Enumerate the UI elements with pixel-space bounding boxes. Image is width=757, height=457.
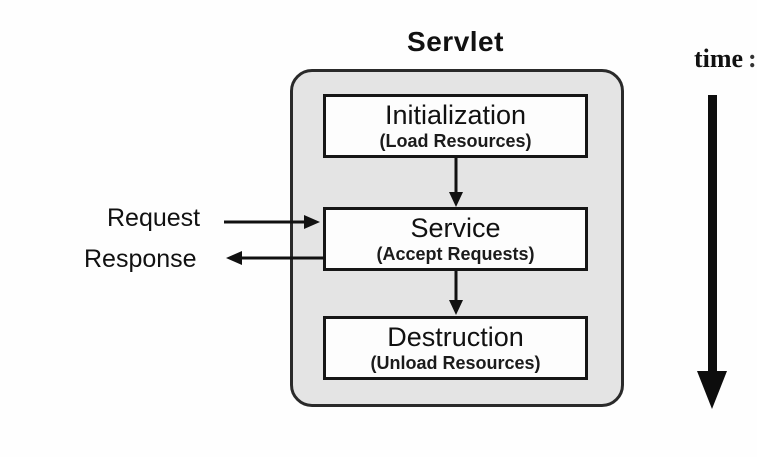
stage-subtitle-service: (Accept Requests) [376, 243, 535, 264]
time-arrow-icon [697, 95, 727, 409]
diagram-title: Servlet [407, 26, 504, 57]
stage-subtitle-destruction: (Unload Resources) [370, 352, 541, 373]
stage-box-destruction: Destruction (Unload Resources) [323, 316, 588, 380]
response-label: Response [84, 245, 197, 273]
request-label: Request [107, 204, 201, 232]
stage-box-initialization: Initialization (Load Resources) [323, 94, 588, 158]
response-arrow-icon [226, 251, 325, 265]
time-label: time [694, 44, 744, 73]
stage-title-service: Service [410, 213, 501, 244]
stage-title-initialization: Initialization [384, 100, 527, 131]
init-to-service-arrow-icon [449, 158, 463, 207]
stage-title-destruction: Destruction [387, 322, 524, 353]
time-label-suffix: : [748, 44, 757, 73]
stage-box-service: Service (Accept Requests) [323, 207, 588, 271]
request-arrow-icon [224, 215, 320, 229]
stage-subtitle-initialization: (Load Resources) [379, 130, 532, 151]
service-to-destruction-arrow-icon [449, 271, 463, 315]
